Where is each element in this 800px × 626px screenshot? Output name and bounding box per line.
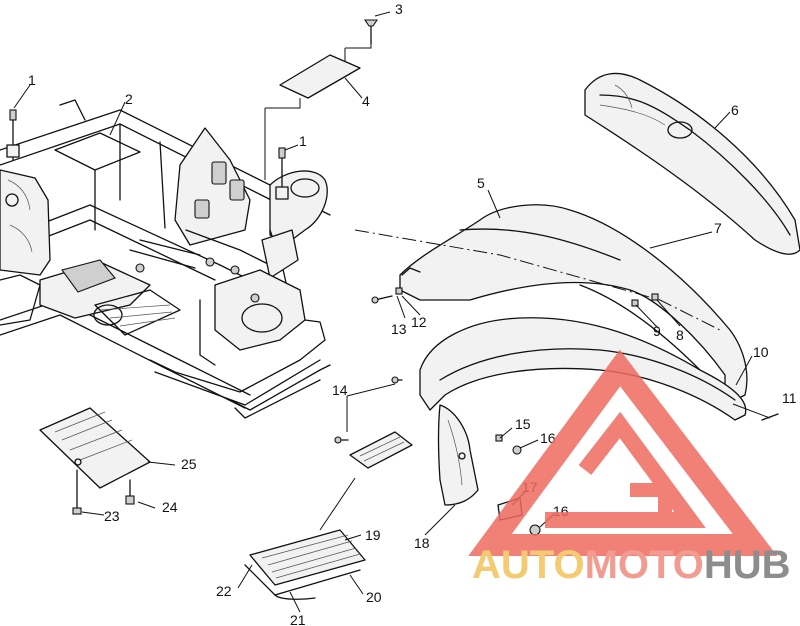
bolt-12 [395,287,403,295]
rear-fender-5 [354,204,748,401]
callout-4: 4 [362,93,370,109]
bolt-23 [72,469,82,515]
watermark-hub: HUB [704,543,791,587]
skid-plate-25 [39,407,151,489]
watermark-auto: AUTO [472,543,585,587]
fender-10 [419,317,771,421]
callout-8: 8 [676,327,684,343]
callout-18: 18 [414,535,430,551]
callout-6: 6 [731,102,739,118]
leader-lines [13,11,753,613]
fastener-9 [631,299,639,307]
callout-22: 22 [216,583,232,599]
callout-11: 11 [782,390,797,406]
bolt-24 [125,479,135,505]
fastener-8 [651,293,659,301]
footrest-pad-21 [274,594,316,600]
callout-1b: 1 [299,133,307,149]
nut-16a [512,445,522,455]
mudflap-18 [437,404,479,506]
nut-16b [529,524,541,536]
callout-15: 15 [515,416,531,432]
automotohub-logo-icon [468,349,778,556]
fastener-15 [495,434,503,442]
watermark-moto: MOTO [585,543,704,587]
post-clip-1a [6,109,20,161]
callout-25: 25 [181,456,197,472]
callout-2: 2 [125,91,133,107]
callout-21: 21 [290,612,306,626]
automotohub-watermark: AUTOMOTOHUB [468,349,791,587]
callout-19: 19 [365,527,381,543]
callout-20: 20 [366,589,382,605]
bolt-11 [761,413,779,421]
callout-9: 9 [653,323,661,339]
callout-13: 13 [391,321,407,337]
callout-7: 7 [714,220,722,236]
footrest-leader [319,477,356,531]
screw-13 [371,295,393,304]
footrest-cleat [349,431,413,469]
screw-3 [363,19,379,45]
plate-4 [264,44,372,180]
callout-16a: 16 [540,430,556,446]
callout-12: 12 [411,314,427,330]
callout-24: 24 [162,499,178,515]
bolt-14 [334,376,403,444]
callout-10: 10 [753,344,769,360]
post-clip-1b [275,147,289,200]
callout-1a: 1 [28,72,36,88]
seat-6 [584,72,800,255]
callout-14: 14 [332,382,348,398]
watermark-wordmark: AUTOMOTOHUB [472,543,791,587]
callout-3: 3 [395,1,403,17]
callout-5: 5 [477,175,485,191]
callout-23: 23 [104,508,120,524]
frame-assembly [0,99,331,419]
